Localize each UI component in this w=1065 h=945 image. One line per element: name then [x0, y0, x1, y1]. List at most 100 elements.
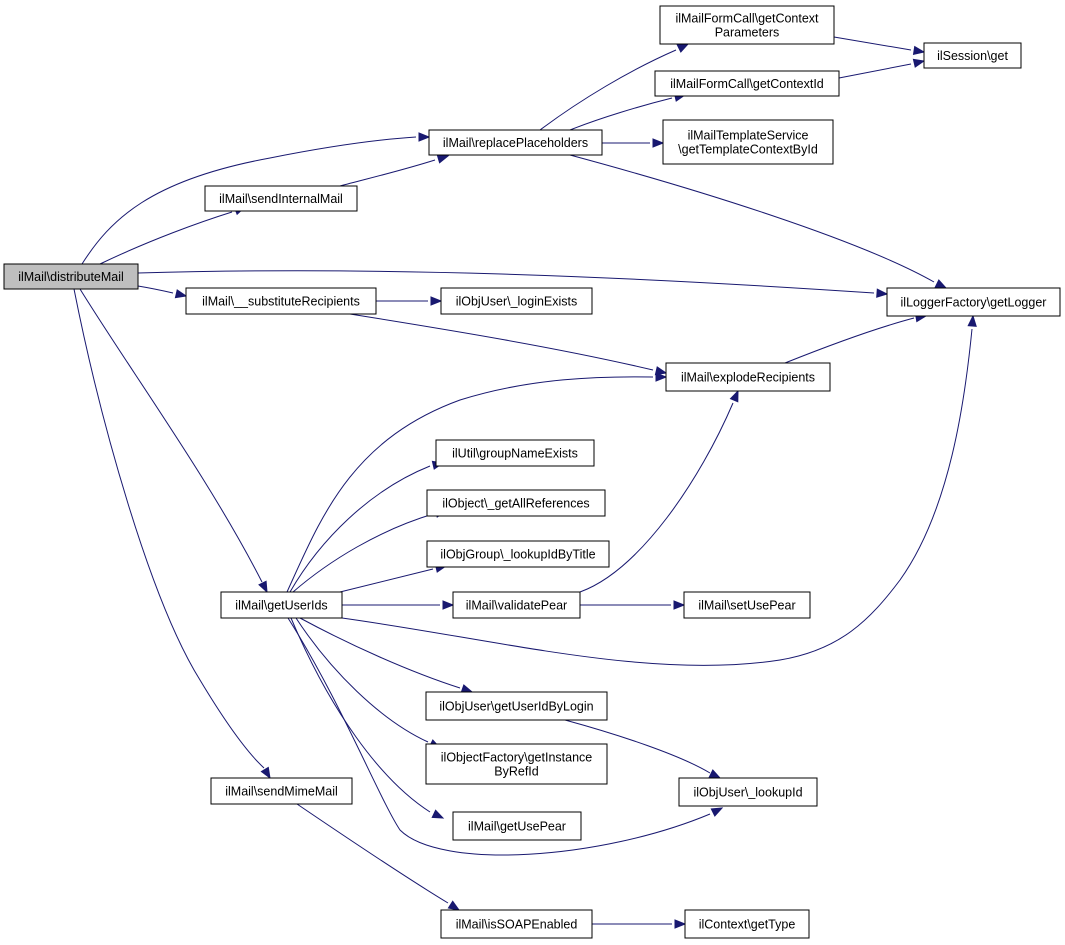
node-box[interactable]	[654, 70, 840, 97]
node-box[interactable]	[683, 591, 811, 619]
edge-getuserids-to-getusepear-line	[290, 617, 431, 813]
node-distribute-mail[interactable]: ilMail\distributeMail	[3, 263, 139, 290]
node-label: ilMail\explodeRecipients	[681, 371, 815, 385]
node-label: ilMail\distributeMail	[18, 270, 124, 284]
edge-distribute-to-replaceplaceholders-line	[81, 136, 417, 265]
edge-getuserids-to-getuseridbylogin-line	[299, 617, 461, 689]
node-box[interactable]	[662, 119, 834, 165]
edge-replaceplaceholders-to-getlogger	[569, 154, 948, 289]
node-session-get[interactable]: ilSession\get	[923, 42, 1022, 69]
node-box[interactable]	[426, 540, 610, 568]
node-is-s-o-a-p-enabled[interactable]: ilMail\isSOAPEnabled	[440, 909, 593, 939]
node-send-mime-mail[interactable]: ilMail\sendMimeMail	[210, 777, 353, 805]
edge-getuserids-to-lookupidbytitle-line	[339, 568, 434, 593]
edge-getuserids-to-lookupid-arrowhead	[710, 807, 724, 817]
node-label: ilMail\sendInternalMail	[219, 192, 343, 206]
edge-replaceplaceholders-to-getcontextparameters-arrowhead	[676, 43, 690, 53]
node-box[interactable]	[886, 287, 1061, 317]
edge-distribute-to-getlogger-arrowhead	[876, 288, 889, 298]
edge-replaceplaceholders-to-getlogger-line	[569, 154, 935, 283]
node-get-all-references[interactable]: ilObject\_getAllReferences	[426, 489, 606, 517]
edge-substituterecipients-to-loginexists	[376, 296, 443, 306]
node-get-logger[interactable]: ilLoggerFactory\getLogger	[886, 287, 1061, 317]
node-validate-pear[interactable]: ilMail\validatePear	[452, 591, 581, 619]
node-box[interactable]	[435, 439, 595, 467]
node-get-use-pear[interactable]: ilMail\getUsePear	[452, 811, 582, 841]
node-box[interactable]	[452, 811, 582, 841]
node-box[interactable]	[204, 185, 358, 212]
edge-sendinternalmail-to-replaceplaceholders	[339, 154, 450, 187]
edge-getuserids-to-validatepear-arrowhead	[442, 600, 455, 610]
edge-getuserids-to-exploderecipients-arrowhead	[655, 372, 668, 382]
node-box[interactable]	[428, 129, 603, 156]
edge-getuserids-to-getlogger	[341, 314, 977, 666]
node-label: ilObjUser\_lookupId	[693, 786, 802, 800]
edge-getuseridbylogin-to-lookupid-line	[564, 719, 711, 774]
edge-distribute-to-sendinternalmail-line	[99, 211, 233, 265]
edge-validatepear-to-exploderecipients-line	[579, 402, 734, 593]
node-box[interactable]	[659, 5, 835, 45]
node-label: ilMailTemplateService	[688, 129, 809, 143]
node-lookup-id-by-title[interactable]: ilObjGroup\_lookupIdByTitle	[426, 540, 610, 568]
edge-validatepear-to-exploderecipients	[579, 389, 739, 593]
node-box[interactable]	[678, 777, 818, 807]
edge-getuserids-to-getallreferences	[292, 508, 448, 593]
node-box[interactable]	[3, 263, 139, 290]
node-label: ilMail\setUsePear	[698, 599, 795, 613]
node-label: ilUtil\groupNameExists	[452, 447, 578, 461]
node-box[interactable]	[185, 287, 377, 315]
node-get-user-id-by-login[interactable]: ilObjUser\getUserIdByLogin	[425, 691, 608, 721]
edge-validatepear-to-setusepear	[580, 600, 686, 610]
node-box[interactable]	[425, 691, 608, 721]
edge-distribute-to-getlogger	[137, 270, 889, 298]
node-box[interactable]	[440, 909, 593, 939]
node-set-use-pear[interactable]: ilMail\setUsePear	[683, 591, 811, 619]
edge-distribute-to-substituterecipients-line	[137, 285, 174, 294]
node-send-internal-mail[interactable]: ilMail\sendInternalMail	[204, 185, 358, 212]
node-get-user-ids[interactable]: ilMail\getUserIds	[220, 591, 343, 619]
node-box[interactable]	[665, 362, 831, 392]
node-group-name-exists[interactable]: ilUtil\groupNameExists	[435, 439, 595, 467]
edge-getuserids-to-exploderecipients-line	[286, 376, 654, 593]
node-label: ilObject\_getAllReferences	[442, 497, 589, 511]
edge-getuserids-to-getinstancebyrefid	[295, 617, 442, 749]
edge-exploderecipients-to-getlogger	[784, 313, 928, 364]
node-box[interactable]	[426, 489, 606, 517]
edge-distribute-to-sendinternalmail	[99, 206, 247, 265]
node-get-context-id[interactable]: ilMailFormCall\getContextId	[654, 70, 840, 97]
node-get-type[interactable]: ilContext\getType	[684, 909, 810, 939]
node-label: ilObjectFactory\getInstance	[441, 751, 593, 765]
node-box[interactable]	[684, 909, 810, 939]
edge-substituterecipients-to-loginexists-arrowhead	[430, 296, 443, 306]
node-lookup-id[interactable]: ilObjUser\_lookupId	[678, 777, 818, 807]
node-label: ilMail\sendMimeMail	[225, 785, 338, 799]
edge-getcontextparameters-to-sessionget	[833, 36, 926, 56]
node-login-exists[interactable]: ilObjUser\_loginExists	[440, 287, 593, 315]
node-box[interactable]	[425, 743, 608, 785]
node-label: ilLoggerFactory\getLogger	[901, 296, 1047, 310]
edge-distribute-to-getuserids-line	[79, 288, 263, 583]
node-label: ilMail\__substituteRecipients	[202, 295, 360, 309]
edge-getuserids-to-getuseridbylogin-arrowhead	[460, 684, 474, 694]
edge-sendinternalmail-to-replaceplaceholders-arrowhead	[436, 154, 450, 164]
node-label: ilMailFormCall\getContext	[675, 12, 819, 26]
node-box[interactable]	[452, 591, 581, 619]
node-explode-recipients[interactable]: ilMail\explodeRecipients	[665, 362, 831, 392]
node-label: ilMail\isSOAPEnabled	[456, 918, 578, 932]
node-label: ilObjUser\_loginExists	[456, 295, 578, 309]
edge-sendmimemail-to-issoapenabled	[296, 803, 461, 911]
edge-validatepear-to-setusepear-arrowhead	[673, 600, 686, 610]
edge-getuserids-to-getallreferences-line	[292, 513, 434, 593]
node-box[interactable]	[440, 287, 593, 315]
node-label: ilMail\replacePlaceholders	[443, 136, 588, 150]
node-box[interactable]	[210, 777, 353, 805]
node-get-template-context-by-id[interactable]: ilMailTemplateService\getTemplateContext…	[662, 119, 834, 165]
node-box[interactable]	[220, 591, 343, 619]
node-replace-placeholders[interactable]: ilMail\replacePlaceholders	[428, 129, 603, 156]
node-box[interactable]	[923, 42, 1022, 69]
node-label: ilMailFormCall\getContextId	[670, 77, 824, 91]
edge-getcontextid-to-sessionget-arrowhead	[912, 58, 926, 68]
node-substitute-recipients[interactable]: ilMail\__substituteRecipients	[185, 287, 377, 315]
